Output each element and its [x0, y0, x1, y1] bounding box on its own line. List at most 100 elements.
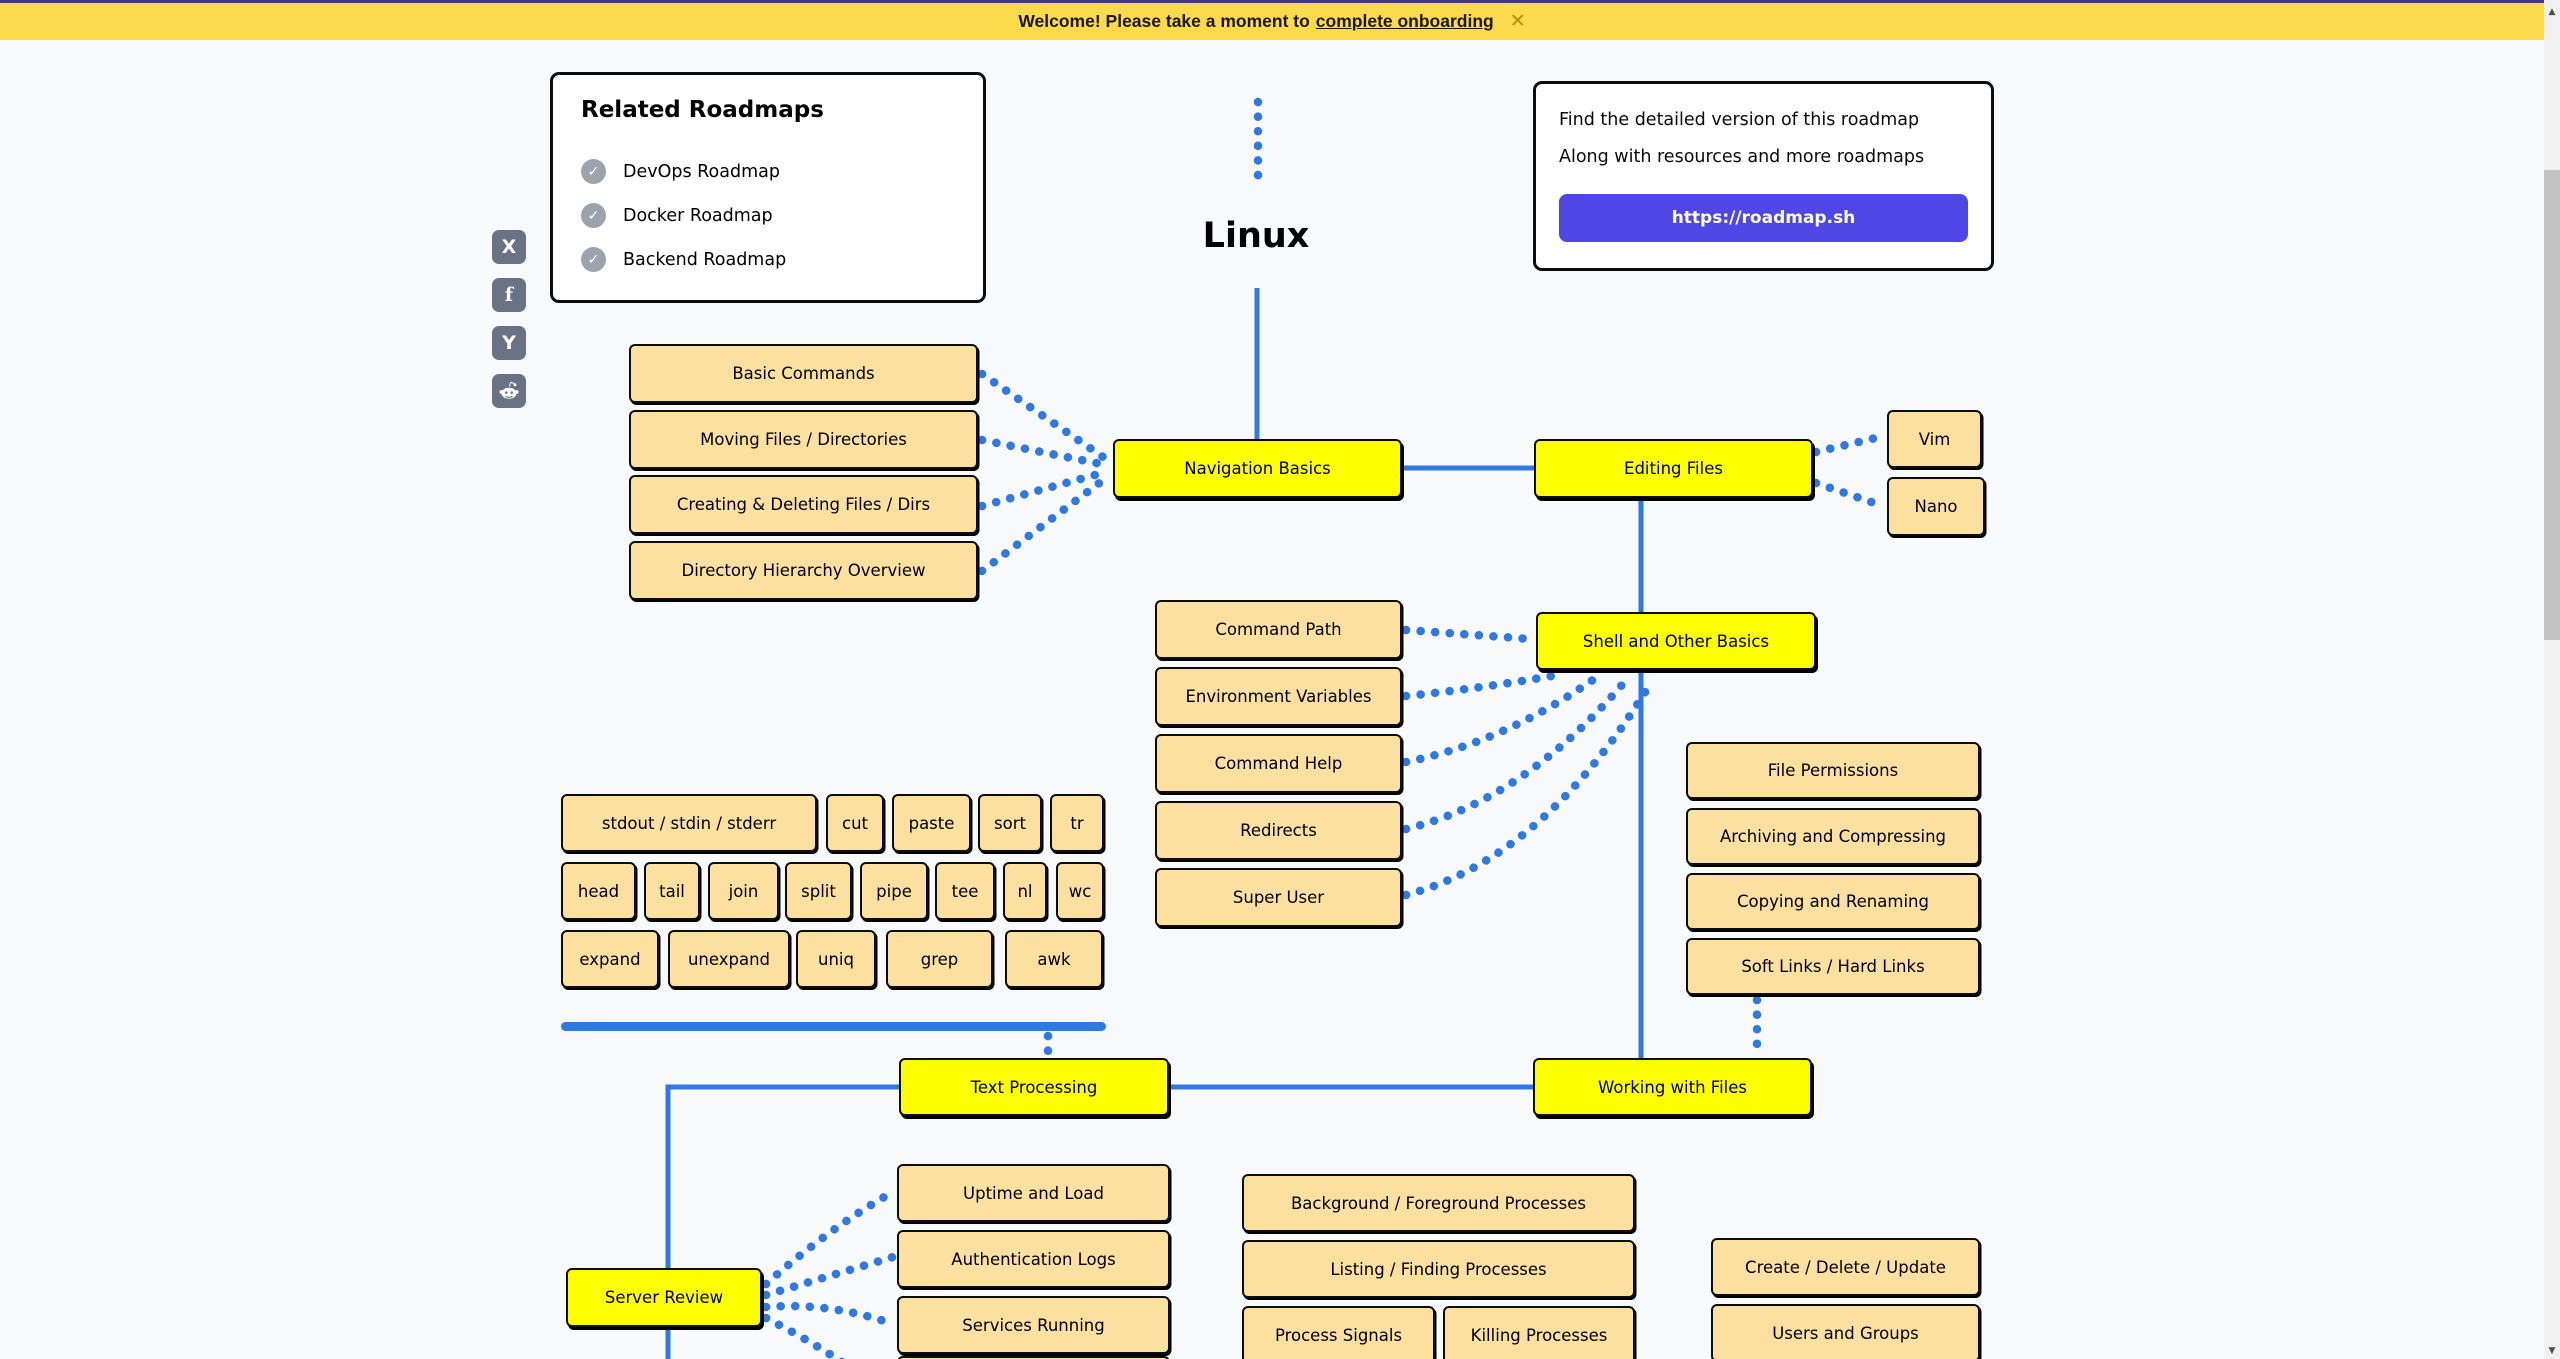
- node-grep[interactable]: grep: [886, 930, 993, 988]
- scroll-up-arrow[interactable]: ▲: [2548, 6, 2556, 17]
- node-creating-deleting-files-dirs[interactable]: Creating & Deleting Files / Dirs: [629, 475, 978, 534]
- node-sort[interactable]: sort: [978, 794, 1042, 852]
- node-command-help[interactable]: Command Help: [1155, 734, 1402, 793]
- related-roadmaps-title: Related Roadmaps: [581, 97, 824, 123]
- related-roadmap-item-backend[interactable]: ✓ Backend Roadmap: [581, 247, 786, 272]
- node-archiving-and-compressing[interactable]: Archiving and Compressing: [1686, 808, 1980, 865]
- node-tail[interactable]: tail: [644, 862, 700, 920]
- node-tr[interactable]: tr: [1050, 794, 1104, 852]
- complete-onboarding-link[interactable]: complete onboarding: [1315, 11, 1494, 31]
- node-process-signals[interactable]: Process Signals: [1242, 1306, 1435, 1359]
- node-unexpand[interactable]: unexpand: [668, 930, 790, 988]
- node-environment-variables[interactable]: Environment Variables: [1155, 667, 1402, 726]
- node-label: expand: [579, 949, 641, 969]
- hacker-news-icon[interactable]: Y: [492, 326, 526, 360]
- node-label: Text Processing: [970, 1077, 1098, 1097]
- scroll-down-arrow[interactable]: ▼: [2548, 1345, 2556, 1356]
- related-roadmap-label: DevOps Roadmap: [623, 161, 780, 182]
- related-roadmap-item-docker[interactable]: ✓ Docker Roadmap: [581, 203, 773, 228]
- node-users-and-groups[interactable]: Users and Groups: [1711, 1304, 1980, 1359]
- node-head[interactable]: head: [561, 862, 636, 920]
- node-listing-finding-processes[interactable]: Listing / Finding Processes: [1242, 1240, 1635, 1298]
- node-label: Environment Variables: [1185, 687, 1372, 706]
- node-join[interactable]: join: [708, 862, 779, 920]
- node-label: Create / Delete / Update: [1745, 1257, 1946, 1277]
- close-icon[interactable]: ✕: [1509, 11, 1526, 32]
- node-split[interactable]: split: [785, 862, 852, 920]
- x-icon[interactable]: X: [492, 230, 526, 264]
- dotted-connector: [1401, 676, 1657, 900]
- check-circle-icon: ✓: [581, 203, 606, 228]
- node-server-review[interactable]: Server Review: [566, 1268, 762, 1327]
- dotted-connector: [977, 369, 1111, 464]
- dotted-connector: [977, 435, 1111, 470]
- scrollbar-thumb[interactable]: [2544, 170, 2560, 640]
- node-label: tail: [659, 881, 685, 901]
- node-uptime-and-load[interactable]: Uptime and Load: [897, 1164, 1170, 1222]
- roadmap-sh-button[interactable]: https://roadmap.sh: [1559, 194, 1968, 242]
- node-label: Nano: [1914, 497, 1958, 516]
- dotted-connector: [1811, 478, 1885, 510]
- node-file-permissions[interactable]: File Permissions: [1686, 742, 1980, 799]
- node-tee[interactable]: tee: [935, 862, 995, 920]
- detailed-version-card: Find the detailed version of this roadma…: [1533, 81, 1994, 271]
- check-circle-icon: ✓: [581, 159, 606, 184]
- node-nano[interactable]: Nano: [1887, 477, 1985, 536]
- node-pipe[interactable]: pipe: [860, 862, 928, 920]
- group-separator-bar: [561, 1022, 1106, 1031]
- node-moving-files-directories[interactable]: Moving Files / Directories: [629, 410, 978, 469]
- node-label: Archiving and Compressing: [1719, 827, 1947, 846]
- node-directory-hierarchy-overview[interactable]: Directory Hierarchy Overview: [629, 541, 978, 600]
- node-label: Background / Foreground Processes: [1290, 1193, 1587, 1213]
- node-killing-processes[interactable]: Killing Processes: [1443, 1306, 1635, 1359]
- page-title: Linux: [1202, 216, 1310, 256]
- node-redirects[interactable]: Redirects: [1155, 801, 1402, 860]
- node-label: sort: [994, 813, 1026, 833]
- related-roadmap-label: Backend Roadmap: [623, 249, 787, 270]
- related-roadmap-label: Docker Roadmap: [623, 205, 773, 226]
- related-roadmap-item-devops[interactable]: ✓ DevOps Roadmap: [581, 159, 780, 184]
- node-create-delete-update[interactable]: Create / Delete / Update: [1711, 1238, 1980, 1296]
- node-label: nl: [1017, 881, 1033, 901]
- node-label: Soft Links / Hard Links: [1741, 957, 1925, 976]
- node-copying-and-renaming[interactable]: Copying and Renaming: [1686, 873, 1980, 930]
- banner-message: Welcome! Please take a moment to: [1018, 11, 1310, 31]
- node-label: File Permissions: [1767, 761, 1899, 780]
- node-working-with-files[interactable]: Working with Files: [1533, 1058, 1812, 1116]
- node-awk[interactable]: awk: [1005, 930, 1103, 988]
- node-label: join: [728, 881, 759, 901]
- facebook-icon[interactable]: f: [492, 278, 526, 312]
- node-label: unexpand: [687, 949, 771, 969]
- node-basic-commands[interactable]: Basic Commands: [629, 344, 978, 403]
- node-nl[interactable]: nl: [1003, 862, 1047, 920]
- node-command-path[interactable]: Command Path: [1155, 600, 1402, 659]
- node-vim[interactable]: Vim: [1887, 410, 1982, 468]
- node-stdout-stdin-stderr[interactable]: stdout / stdin / stderr: [561, 794, 817, 852]
- node-text-processing[interactable]: Text Processing: [899, 1058, 1169, 1116]
- node-navigation-basics[interactable]: Navigation Basics: [1113, 439, 1402, 498]
- node-expand[interactable]: expand: [561, 930, 659, 988]
- node-wc[interactable]: wc: [1056, 862, 1104, 920]
- node-label: Vim: [1918, 429, 1951, 449]
- node-background-foreground-processes[interactable]: Background / Foreground Processes: [1242, 1174, 1635, 1232]
- node-label: awk: [1037, 949, 1071, 969]
- node-label: head: [577, 881, 620, 901]
- node-services-running[interactable]: Services Running: [897, 1296, 1170, 1354]
- node-label: Redirects: [1240, 821, 1317, 840]
- node-label: Creating & Deleting Files / Dirs: [676, 495, 931, 514]
- node-label: Server Review: [604, 1288, 724, 1307]
- node-paste[interactable]: paste: [892, 794, 971, 852]
- node-editing-files[interactable]: Editing Files: [1534, 439, 1813, 498]
- node-soft-links-hard-links[interactable]: Soft Links / Hard Links: [1686, 938, 1980, 995]
- check-circle-icon: ✓: [581, 247, 606, 272]
- node-shell-and-other-basics[interactable]: Shell and Other Basics: [1536, 612, 1816, 670]
- reddit-icon[interactable]: [492, 374, 526, 408]
- node-uniq[interactable]: uniq: [796, 930, 876, 988]
- node-label: Copying and Renaming: [1737, 892, 1929, 911]
- scrollbar[interactable]: ▲ ▼: [2544, 0, 2560, 1359]
- node-super-user[interactable]: Super User: [1155, 868, 1402, 927]
- node-cut[interactable]: cut: [826, 794, 884, 852]
- dotted-connector: [761, 1187, 898, 1289]
- node-authentication-logs[interactable]: Authentication Logs: [897, 1230, 1170, 1288]
